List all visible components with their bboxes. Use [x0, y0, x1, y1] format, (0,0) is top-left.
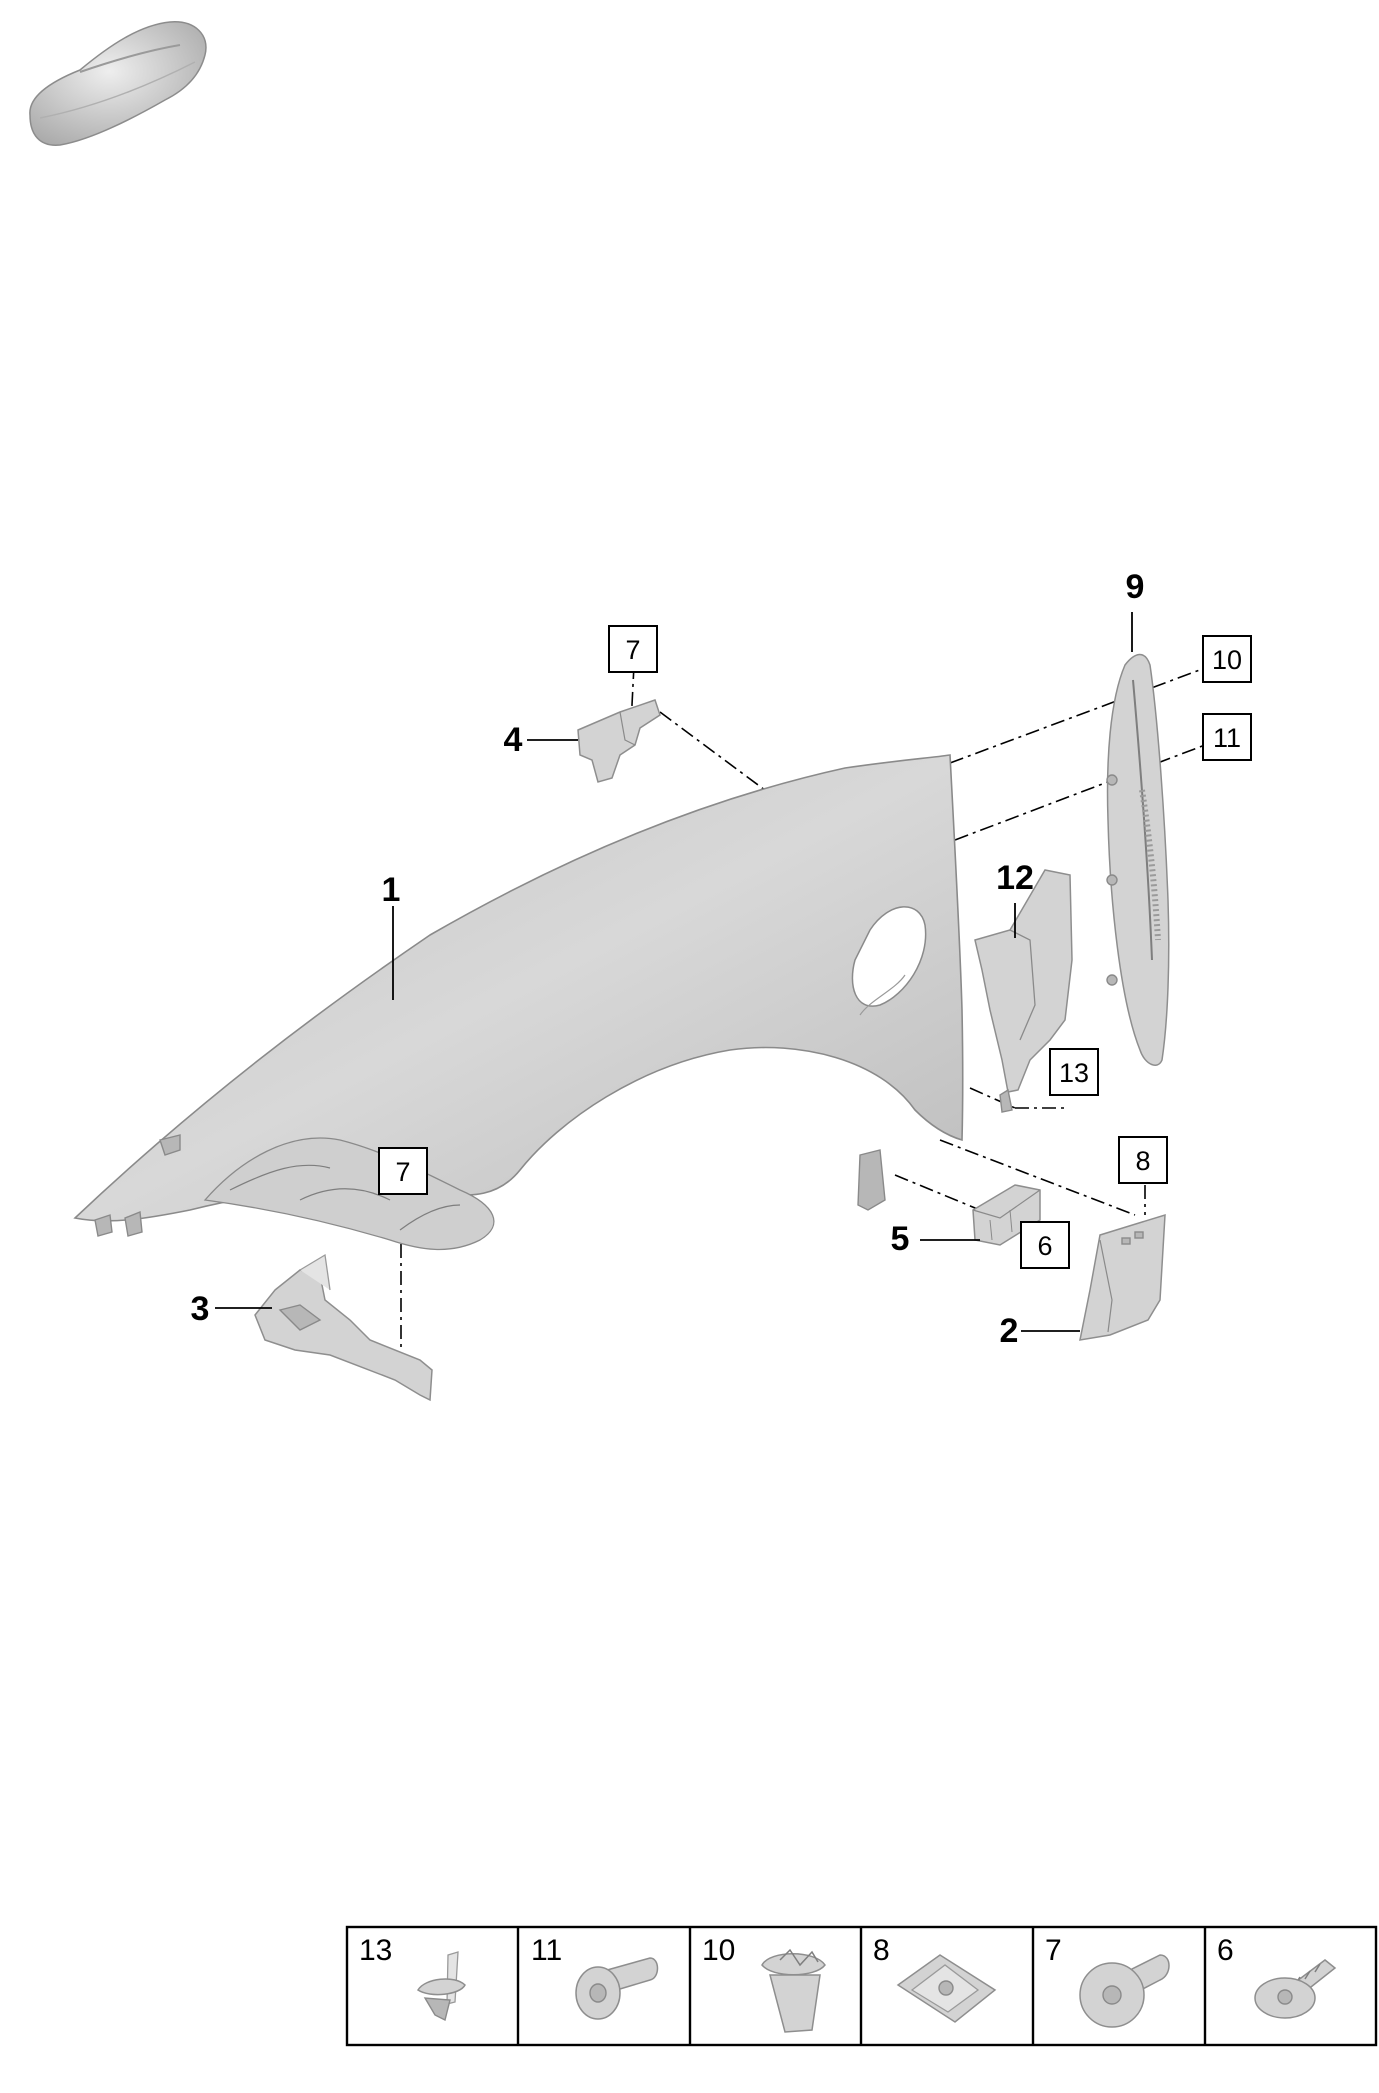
table-cell-number: 7 [1045, 1934, 1062, 1967]
upper-bracket-part [577, 699, 661, 783]
boxed-callout-label: 7 [625, 635, 640, 665]
vehicle-thumbnail-icon [29, 21, 207, 146]
inner-liner-part [974, 869, 1073, 1113]
tapping-screw-icon [1254, 1959, 1337, 2019]
table-cell-number: 8 [873, 1934, 890, 1967]
leader-lines [215, 612, 1133, 1332]
callout-9: 9 [1126, 568, 1145, 606]
plastic-nut-icon [761, 1948, 826, 2033]
front-fender-part [73, 754, 964, 1251]
callout-4: 4 [504, 721, 523, 759]
boxed-callout-7-bottom: 7 [378, 1147, 428, 1195]
table-cell-number: 10 [702, 1934, 735, 1967]
boxed-callout-7-top: 7 [608, 625, 658, 673]
callout-1: 1 [382, 871, 401, 909]
boxed-callout-6: 6 [1020, 1221, 1070, 1269]
boxed-callout-13: 13 [1049, 1048, 1099, 1096]
boxed-callout-label: 7 [395, 1157, 410, 1187]
front-bracket-part [254, 1253, 433, 1402]
torx-bolt-icon [1079, 1954, 1170, 2028]
boxed-callout-label: 6 [1037, 1231, 1052, 1261]
callout-12: 12 [996, 859, 1034, 897]
table-cell-number: 6 [1217, 1934, 1234, 1967]
table-cell-number: 13 [359, 1934, 392, 1967]
callout-3: 3 [191, 1290, 210, 1328]
clip-rivet-icon [416, 1951, 466, 2022]
speed-nut-icon [896, 1954, 997, 2023]
callout-5: 5 [891, 1220, 910, 1258]
boxed-callout-10: 10 [1202, 635, 1252, 683]
table-cell-number: 11 [531, 1934, 562, 1967]
hardware-table: 13 11 10 8 7 6 [345, 1925, 1378, 2047]
rear-panel-part [1079, 1213, 1166, 1341]
boxed-callout-label: 8 [1135, 1146, 1150, 1176]
boxed-callout-label: 13 [1059, 1058, 1089, 1088]
boxed-callout-label: 11 [1213, 723, 1241, 753]
boxed-callout-11: 11 [1202, 713, 1252, 761]
trim-strip-part [1106, 653, 1170, 1066]
boxed-callout-label: 10 [1212, 645, 1242, 675]
callout-2: 2 [1000, 1312, 1019, 1350]
boxed-callout-8: 8 [1118, 1136, 1168, 1184]
flange-bolt-icon [575, 1957, 659, 2020]
